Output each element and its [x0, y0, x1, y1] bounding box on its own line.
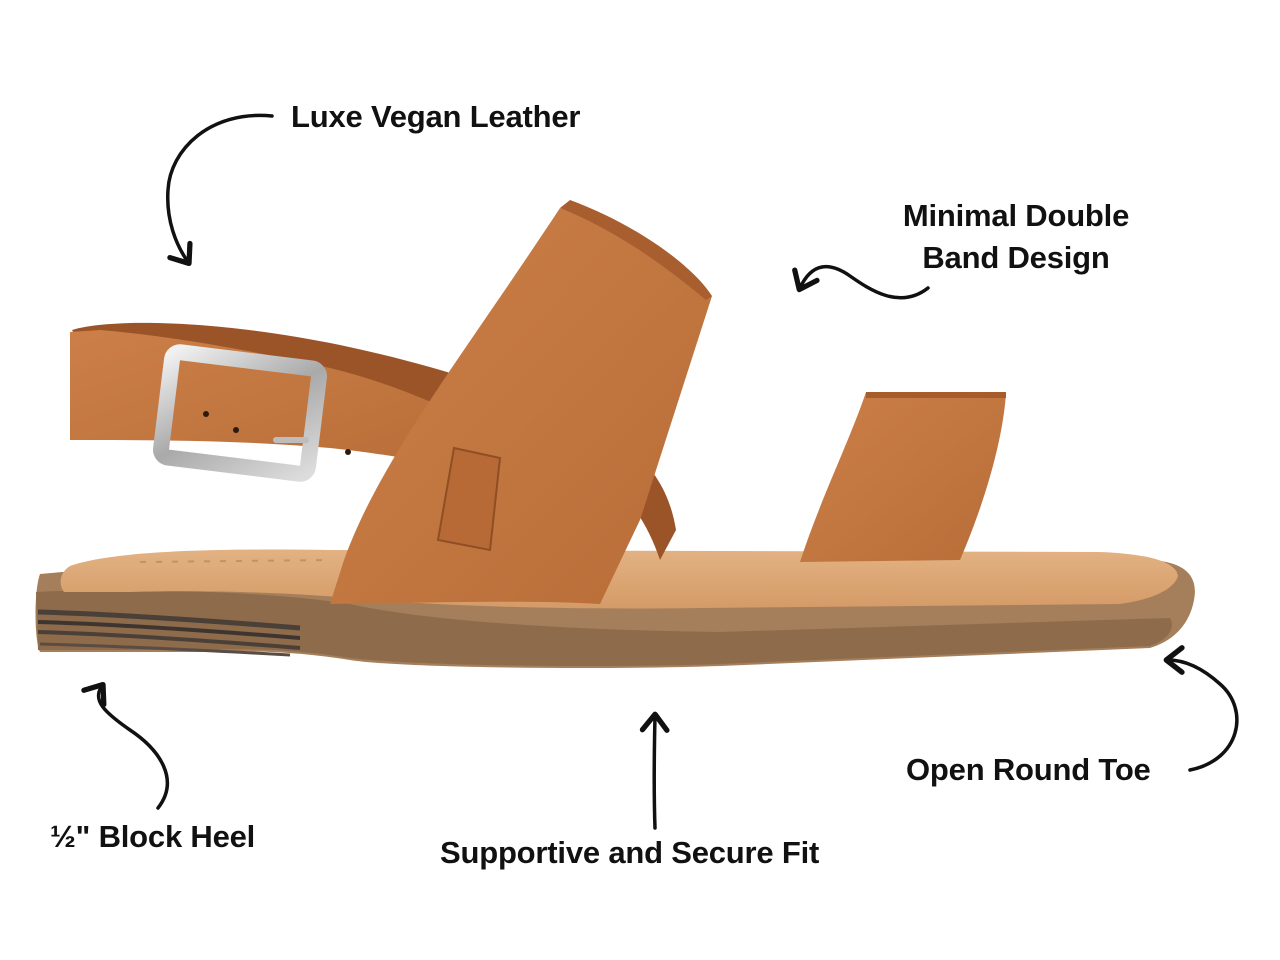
- buckle-icon: [153, 344, 327, 482]
- callout-leather: Luxe Vegan Leather: [291, 99, 581, 134]
- arrow-band-icon: [792, 264, 930, 300]
- arrow-toe-icon: [1163, 645, 1239, 772]
- callout-fit: Supportive and Secure Fit: [440, 835, 820, 870]
- sandal-front-band: [800, 392, 1006, 562]
- arrow-fit-icon: [639, 711, 670, 830]
- callout-toe: Open Round Toe: [906, 752, 1151, 787]
- callout-band-line2: Band Design: [922, 240, 1110, 275]
- callout-band: Minimal Double Band Design: [880, 195, 1152, 279]
- arrow-leather-icon: [166, 113, 274, 267]
- arrow-heel-icon: [81, 681, 170, 810]
- callout-band-line1: Minimal Double: [902, 198, 1130, 233]
- callout-heel: ½" Block Heel: [50, 819, 256, 854]
- sandal-rear-band: [330, 200, 712, 604]
